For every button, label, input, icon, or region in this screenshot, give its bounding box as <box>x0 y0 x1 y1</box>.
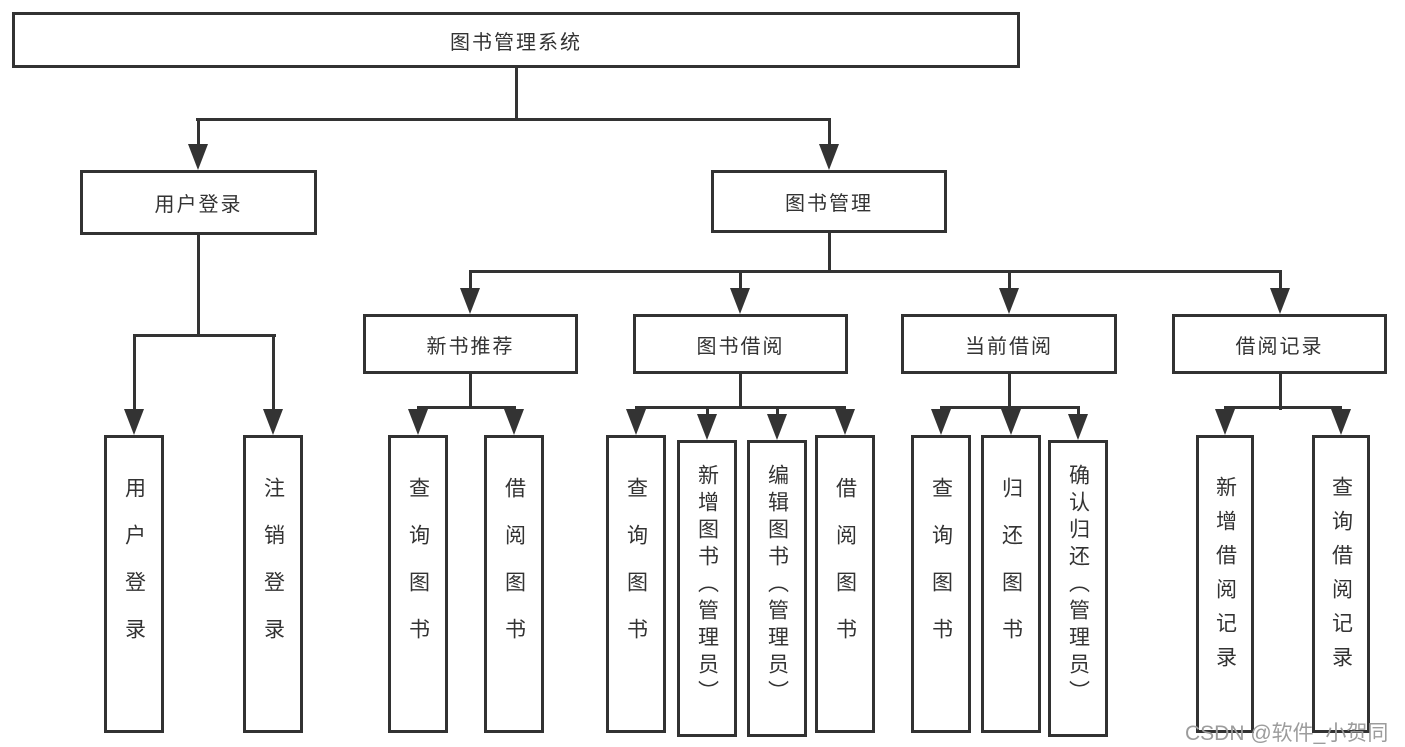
node-current-borrowing: 当前借阅 <box>901 314 1117 374</box>
arrow-down-icon <box>626 409 646 435</box>
connector-line <box>1224 406 1342 409</box>
node-leaf-borrowing-borrow-books: 借阅图书 <box>815 435 875 733</box>
node-leaf-add-borrow-record: 新增借阅记录 <box>1196 435 1254 733</box>
connector-line <box>1008 270 1011 290</box>
node-book-management-branch: 图书管理 <box>711 170 947 233</box>
csdn-watermark: CSDN @软件_小贺同学 <box>1185 722 1389 745</box>
connector-line <box>1008 374 1011 409</box>
node-leaf-borrowing-query-books: 查询图书 <box>606 435 666 733</box>
connector-line <box>196 118 831 121</box>
node-leaf-logout: 注销登录 <box>243 435 303 733</box>
node-leaf-return-books: 归还图书 <box>981 435 1041 733</box>
connector-line <box>635 406 846 409</box>
leaf-label: 查询图书 <box>406 477 430 665</box>
arrow-down-icon <box>697 414 717 440</box>
node-leaf-query-borrow-record: 查询借阅记录 <box>1312 435 1370 733</box>
connector-line <box>469 270 472 290</box>
arrow-down-icon <box>1068 414 1088 440</box>
node-library-management-system: 图书管理系统 <box>12 12 1020 68</box>
arrow-down-icon <box>1270 288 1290 314</box>
connector-line <box>776 406 779 416</box>
leaf-label: 确认归还（管理员） <box>1066 464 1090 707</box>
leaf-label: 编辑图书（管理员） <box>765 464 789 707</box>
arrow-down-icon <box>124 409 144 435</box>
connector-line <box>706 406 709 416</box>
connector-line <box>739 270 742 290</box>
connector-line <box>469 270 1281 273</box>
node-user-login-branch: 用户登录 <box>80 170 317 235</box>
leaf-label: 查询图书 <box>624 477 648 665</box>
node-leaf-user-login: 用户登录 <box>104 435 164 733</box>
connector-line <box>469 374 472 409</box>
connector-line <box>272 334 275 411</box>
leaf-label: 借阅图书 <box>502 477 526 665</box>
arrow-down-icon <box>730 288 750 314</box>
connector-line <box>1077 406 1080 416</box>
connector-line <box>197 118 200 146</box>
leaf-label: 查询图书 <box>929 477 953 665</box>
leaf-label: 新增借阅记录 <box>1213 476 1237 680</box>
connector-line <box>133 334 136 411</box>
node-leaf-current-query-books: 查询图书 <box>911 435 971 733</box>
node-new-book-recommend: 新书推荐 <box>363 314 578 374</box>
connector-line <box>739 374 742 409</box>
arrow-down-icon <box>931 409 951 435</box>
connector-line <box>133 334 276 337</box>
connector-line <box>515 68 518 120</box>
connector-line <box>197 235 200 337</box>
arrow-down-icon <box>1331 409 1351 435</box>
connector-line <box>828 233 831 273</box>
arrow-down-icon <box>188 144 208 170</box>
node-leaf-add-books-admin: 新增图书（管理员） <box>677 440 737 737</box>
node-leaf-recommend-borrow-books: 借阅图书 <box>484 435 544 733</box>
connector-line <box>828 118 831 146</box>
arrow-down-icon <box>504 409 524 435</box>
node-leaf-recommend-query-books: 查询图书 <box>388 435 448 733</box>
arrow-down-icon <box>460 288 480 314</box>
node-book-borrowing: 图书借阅 <box>633 314 848 374</box>
arrow-down-icon <box>408 409 428 435</box>
connector-line <box>940 406 1080 409</box>
connector-line <box>1279 374 1282 410</box>
arrow-down-icon <box>263 409 283 435</box>
leaf-label: 查询借阅记录 <box>1329 476 1353 680</box>
arrow-down-icon <box>999 288 1019 314</box>
connector-line <box>1279 270 1282 290</box>
arrow-down-icon <box>1215 409 1235 435</box>
arrow-down-icon <box>767 414 787 440</box>
leaf-label: 新增图书（管理员） <box>695 464 719 707</box>
node-leaf-confirm-return-admin: 确认归还（管理员） <box>1048 440 1108 737</box>
arrow-down-icon <box>1001 409 1021 435</box>
node-borrowing-records: 借阅记录 <box>1172 314 1387 374</box>
leaf-label: 用户登录 <box>122 477 146 665</box>
leaf-label: 归还图书 <box>999 477 1023 665</box>
arrow-down-icon <box>819 144 839 170</box>
node-leaf-edit-books-admin: 编辑图书（管理员） <box>747 440 807 737</box>
arrow-down-icon <box>835 409 855 435</box>
leaf-label: 注销登录 <box>261 477 285 665</box>
connector-line <box>417 406 516 409</box>
leaf-label: 借阅图书 <box>833 477 857 665</box>
